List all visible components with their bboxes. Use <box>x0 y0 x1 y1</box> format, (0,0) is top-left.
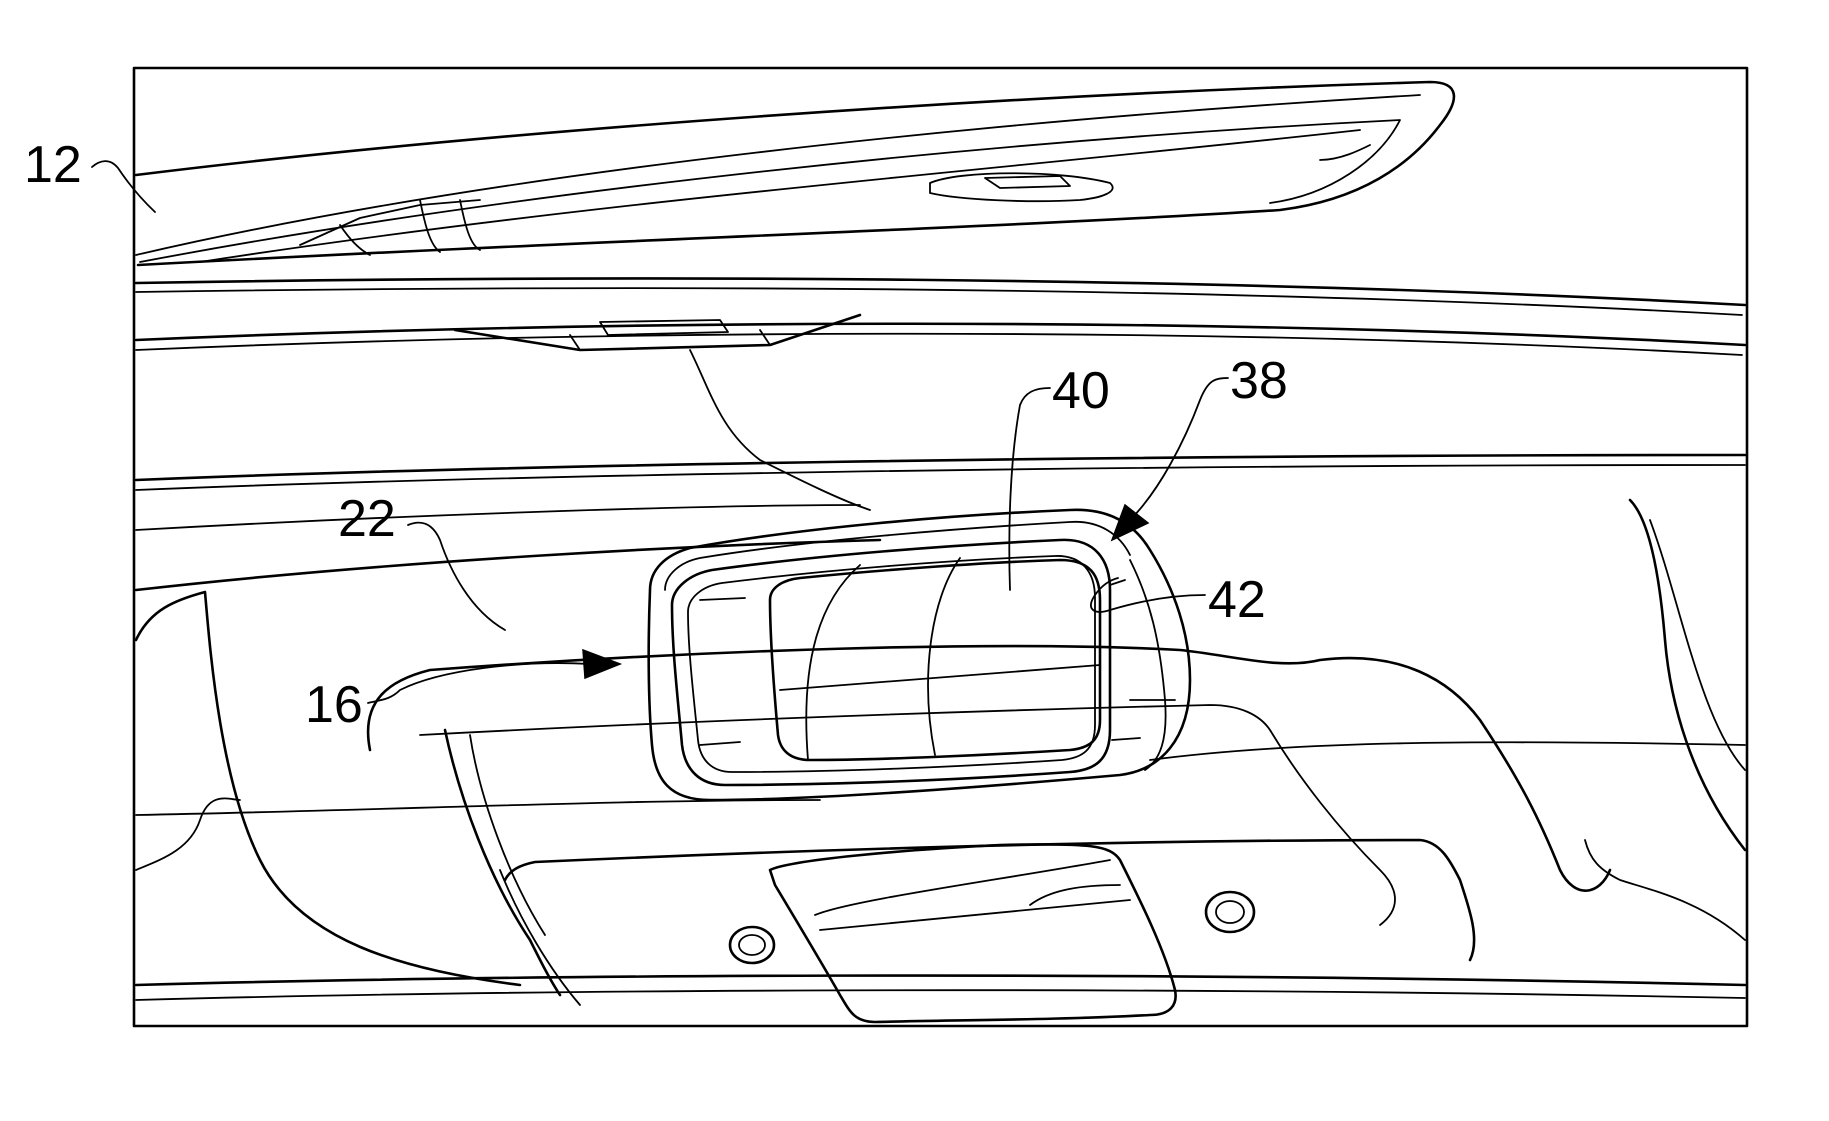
ref-numeral-16: 16 <box>305 676 363 734</box>
ref-numeral-40: 40 <box>1052 362 1110 420</box>
liftgate-spoiler <box>134 80 1456 267</box>
ref-numeral-38: 38 <box>1230 352 1288 410</box>
leader-lines <box>91 160 1229 704</box>
body-panel-lines <box>134 277 1747 592</box>
ref-numeral-12: 12 <box>24 136 82 194</box>
figure-border <box>132 66 1749 1028</box>
bumper-fascia <box>134 498 1747 1001</box>
arrow-38 <box>1110 503 1150 542</box>
license-garnish <box>366 644 1612 1024</box>
arrow-16 <box>582 648 623 680</box>
ref-numeral-42: 42 <box>1208 571 1266 629</box>
camera-module <box>647 508 1192 802</box>
ref-numeral-22: 22 <box>338 490 396 548</box>
